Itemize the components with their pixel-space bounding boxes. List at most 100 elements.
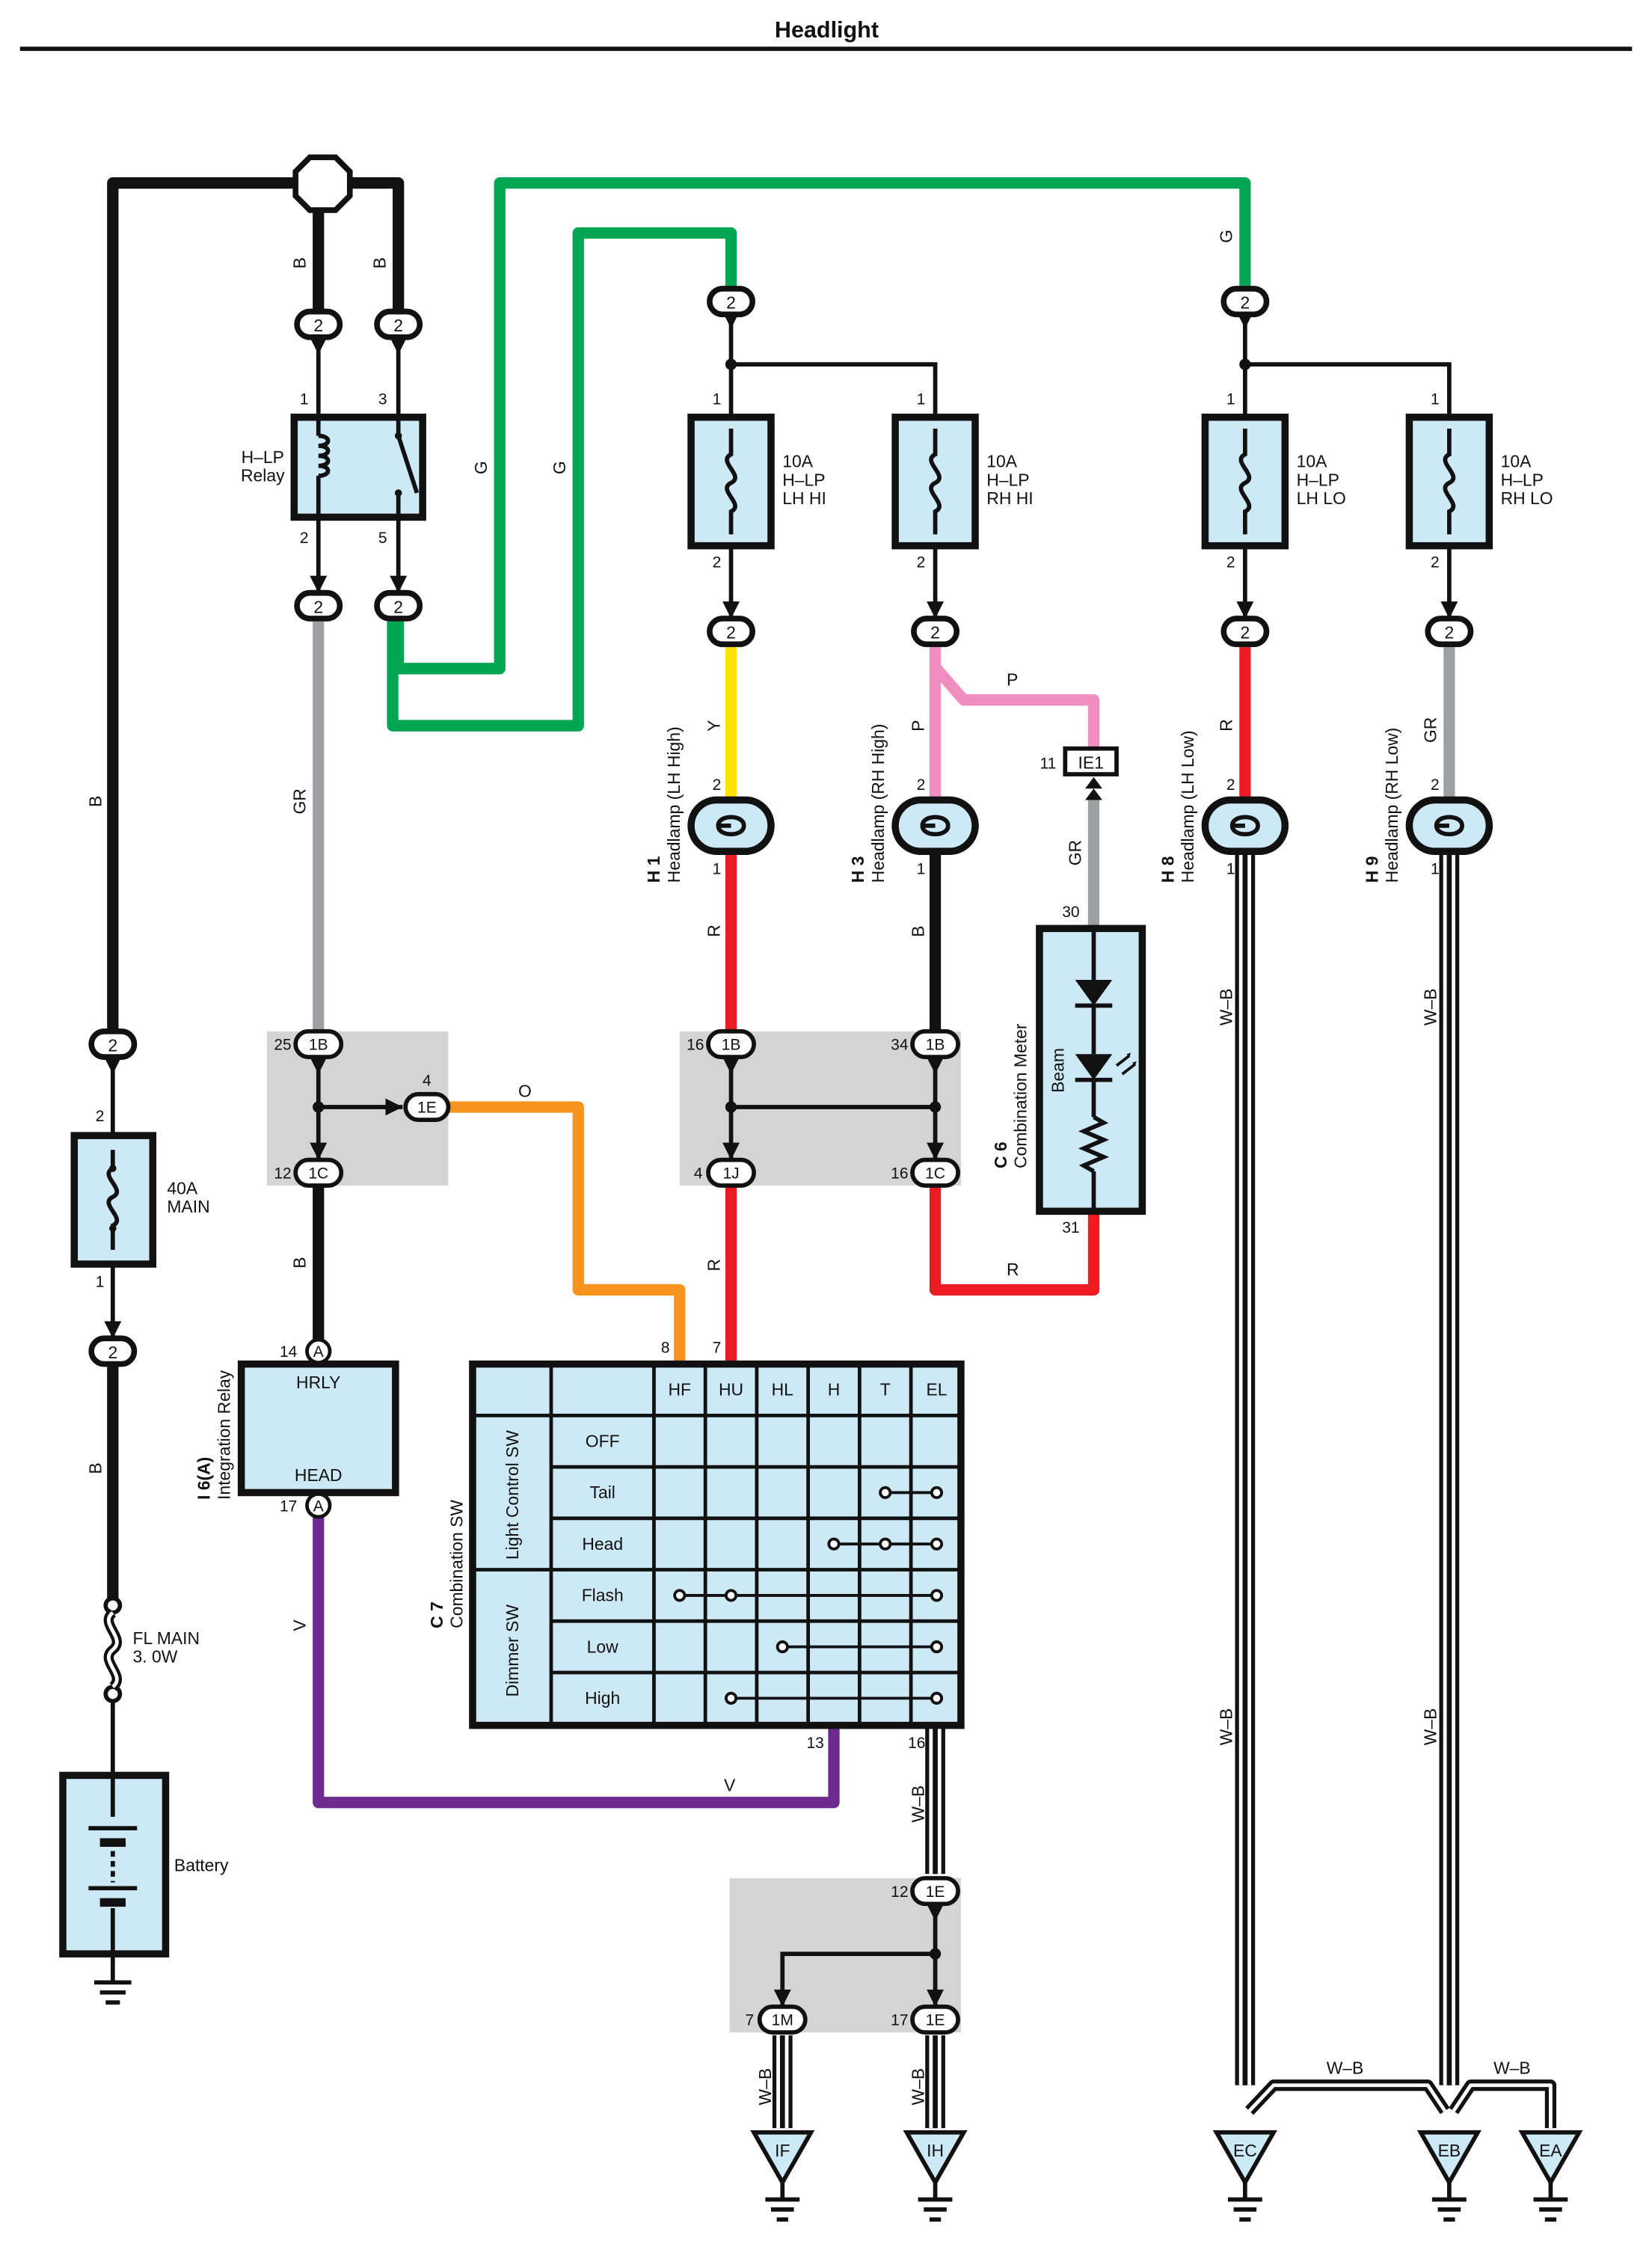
svg-text:2: 2	[1445, 623, 1455, 643]
svg-text:Headlamp (RH High): Headlamp (RH High)	[868, 724, 888, 883]
wire-split-lo	[1243, 321, 1452, 414]
svg-text:10A: 10A	[1297, 452, 1327, 471]
svg-text:2: 2	[917, 554, 926, 571]
svg-text:GR: GR	[1065, 840, 1084, 865]
svg-text:4: 4	[423, 1072, 432, 1089]
svg-text:2: 2	[1240, 293, 1250, 313]
svg-text:Low: Low	[587, 1637, 618, 1656]
svg-text:1: 1	[96, 1274, 105, 1291]
svg-text:1: 1	[1431, 391, 1440, 408]
svg-text:2: 2	[313, 597, 323, 616]
combination-meter: IE1 11 30 31 Beam C 6 Combination Meter	[991, 746, 1146, 1236]
svg-text:W–B: W–B	[1421, 1708, 1440, 1746]
svg-text:31: 31	[1062, 1219, 1079, 1236]
svg-text:1: 1	[1226, 861, 1235, 878]
svg-text:3: 3	[378, 391, 387, 408]
integration-relay: A A 14 17 HRLY HEAD I 6(A) Integration R…	[194, 1337, 399, 1519]
svg-text:P: P	[1007, 670, 1018, 690]
svg-text:13: 13	[807, 1735, 824, 1752]
svg-text:H–LP: H–LP	[1501, 470, 1544, 489]
svg-text:I 6(A): I 6(A)	[194, 1457, 214, 1500]
wire-split-hi	[728, 321, 938, 414]
svg-text:2: 2	[917, 776, 926, 794]
svg-text:2: 2	[108, 1343, 117, 1362]
svg-text:Headlamp (LH High): Headlamp (LH High)	[664, 726, 684, 883]
svg-text:Beam: Beam	[1048, 1048, 1067, 1093]
svg-text:H–LP: H–LP	[782, 470, 825, 489]
splice-point	[292, 154, 353, 213]
svg-text:2: 2	[1226, 554, 1235, 571]
headlamp-rh-low: 2 1 H 9 Headlamp (RH Low)	[1362, 728, 1493, 883]
svg-text:7: 7	[746, 2012, 755, 2029]
svg-text:2: 2	[393, 597, 403, 616]
svg-text:H–LP: H–LP	[986, 470, 1029, 489]
svg-text:3. 0W: 3. 0W	[133, 1647, 178, 1667]
svg-text:EA: EA	[1539, 2141, 1562, 2160]
svg-text:12: 12	[891, 1883, 908, 1901]
wire-r-meter	[929, 1185, 1100, 1296]
page-title: Headlight	[775, 17, 879, 43]
svg-text:H 9: H 9	[1362, 856, 1381, 883]
svg-text:30: 30	[1062, 904, 1079, 921]
svg-text:OFF: OFF	[586, 1431, 620, 1450]
svg-text:Combination Meter: Combination Meter	[1011, 1023, 1031, 1168]
svg-text:EB: EB	[1438, 2141, 1461, 2160]
svg-text:16: 16	[908, 1735, 925, 1752]
svg-text:2: 2	[96, 1108, 105, 1125]
svg-text:RH HI: RH HI	[986, 488, 1033, 508]
svg-text:4: 4	[694, 1165, 703, 1182]
svg-text:1: 1	[917, 861, 926, 878]
svg-text:H 8: H 8	[1158, 856, 1177, 883]
svg-text:V: V	[290, 1619, 310, 1631]
svg-text:2: 2	[726, 293, 736, 313]
fuse-rh-hi: 10A H–LP RH HI 1 2	[891, 391, 1034, 571]
svg-text:O: O	[518, 1082, 532, 1101]
svg-text:HU: HU	[719, 1380, 743, 1400]
svg-text:12: 12	[274, 1165, 291, 1182]
svg-text:HEAD: HEAD	[295, 1465, 343, 1485]
svg-text:H 3: H 3	[848, 856, 868, 883]
svg-text:B: B	[290, 1257, 310, 1268]
svg-text:A: A	[313, 1497, 324, 1515]
svg-text:W–B: W–B	[1421, 988, 1440, 1026]
svg-text:FL MAIN: FL MAIN	[133, 1628, 200, 1648]
svg-text:LH HI: LH HI	[782, 488, 826, 508]
wire-p-meter	[930, 663, 1100, 749]
junction-connectors	[293, 1028, 960, 2035]
svg-text:2: 2	[1431, 776, 1440, 794]
ground-ea: EA	[1518, 2130, 1583, 2222]
svg-text:H–LP: H–LP	[1297, 470, 1339, 489]
svg-text:P: P	[908, 720, 927, 732]
svg-text:8: 8	[661, 1339, 670, 1356]
wire-labels: B B B B B B G G G GR GR GR Y P P R R R R…	[86, 230, 1531, 2105]
svg-text:Combination SW: Combination SW	[447, 1500, 467, 1628]
ground-ih: IH	[903, 2130, 968, 2222]
svg-text:B: B	[290, 257, 310, 269]
svg-text:Integration Relay: Integration Relay	[214, 1370, 233, 1500]
wire-g-inner	[387, 227, 737, 732]
ground-icon	[94, 1980, 132, 2005]
svg-text:7: 7	[713, 1339, 722, 1356]
svg-text:25: 25	[274, 1037, 291, 1054]
svg-text:T: T	[880, 1380, 891, 1400]
light-control-sw-label: Light Control SW	[503, 1430, 522, 1560]
ground-if: IF	[750, 2130, 815, 2222]
svg-text:16: 16	[687, 1037, 704, 1054]
fuse-lh-hi: 10A H–LP LH HI 1 2	[687, 391, 826, 571]
svg-text:W–B: W–B	[1217, 1708, 1236, 1746]
svg-text:10A: 10A	[782, 452, 813, 471]
svg-text:B: B	[86, 1462, 105, 1474]
svg-text:IF: IF	[775, 2141, 790, 2160]
svg-text:Headlamp (LH Low): Headlamp (LH Low)	[1178, 730, 1197, 883]
svg-text:IE1: IE1	[1078, 752, 1103, 772]
svg-text:Flash: Flash	[582, 1586, 624, 1605]
svg-text:10A: 10A	[1501, 452, 1532, 471]
svg-text:G: G	[550, 461, 569, 474]
svg-text:1B: 1B	[722, 1037, 741, 1054]
svg-text:V: V	[724, 1775, 736, 1794]
svg-text:C 7: C 7	[427, 1601, 446, 1628]
svg-text:1: 1	[1431, 861, 1440, 878]
svg-text:1J: 1J	[722, 1165, 739, 1182]
svg-text:40A: 40A	[167, 1178, 197, 1198]
svg-text:2: 2	[108, 1035, 117, 1055]
